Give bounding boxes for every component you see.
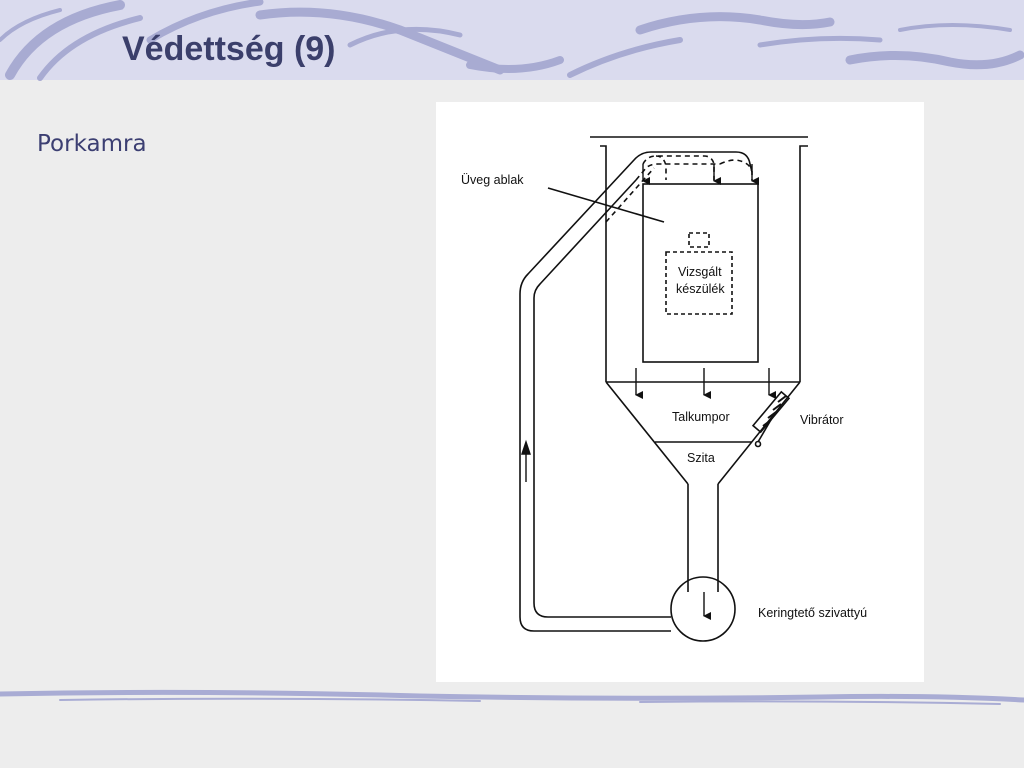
label-device-line1: Vizsgált <box>678 265 722 279</box>
footer-swirls <box>0 689 1024 705</box>
chamber-right-wall <box>799 145 808 382</box>
tested-device <box>665 251 733 315</box>
slide-title: Védettség (9) <box>122 30 336 68</box>
label-vibrator: Vibrátor <box>800 413 844 427</box>
label-pump: Keringtető szivattyú <box>758 606 867 620</box>
label-glass-window: Üveg ablak <box>461 173 524 187</box>
label-talc-powder: Talkumpor <box>672 410 730 424</box>
hopper <box>605 381 801 485</box>
return-pipe-outer <box>519 151 753 632</box>
glass-window <box>642 183 759 363</box>
chamber-left-wall <box>600 145 607 382</box>
diagram-svg: Üveg ablak Vizsgált készülék Talkumpor S… <box>461 136 867 642</box>
air-flow-dashed <box>642 155 753 180</box>
dust-chamber-diagram: Üveg ablak Vizsgált készülék Talkumpor S… <box>436 102 924 682</box>
body-text-porkamra: Porkamra <box>37 131 147 157</box>
header-swirls <box>0 0 1024 81</box>
return-pipe-inner <box>533 179 671 618</box>
outlet-tube <box>687 484 719 592</box>
vibrator-hatch <box>762 395 787 427</box>
label-device-line2: készülék <box>676 282 725 296</box>
return-pipe-dashed-2 <box>605 167 655 223</box>
window-pointer <box>547 187 665 223</box>
return-arrow-head <box>521 439 531 455</box>
return-pipe-dashed <box>635 163 720 181</box>
circulation-pump <box>670 576 736 642</box>
tested-device-knob <box>688 232 710 248</box>
vibrator <box>751 390 791 434</box>
label-sieve: Szita <box>687 451 715 465</box>
